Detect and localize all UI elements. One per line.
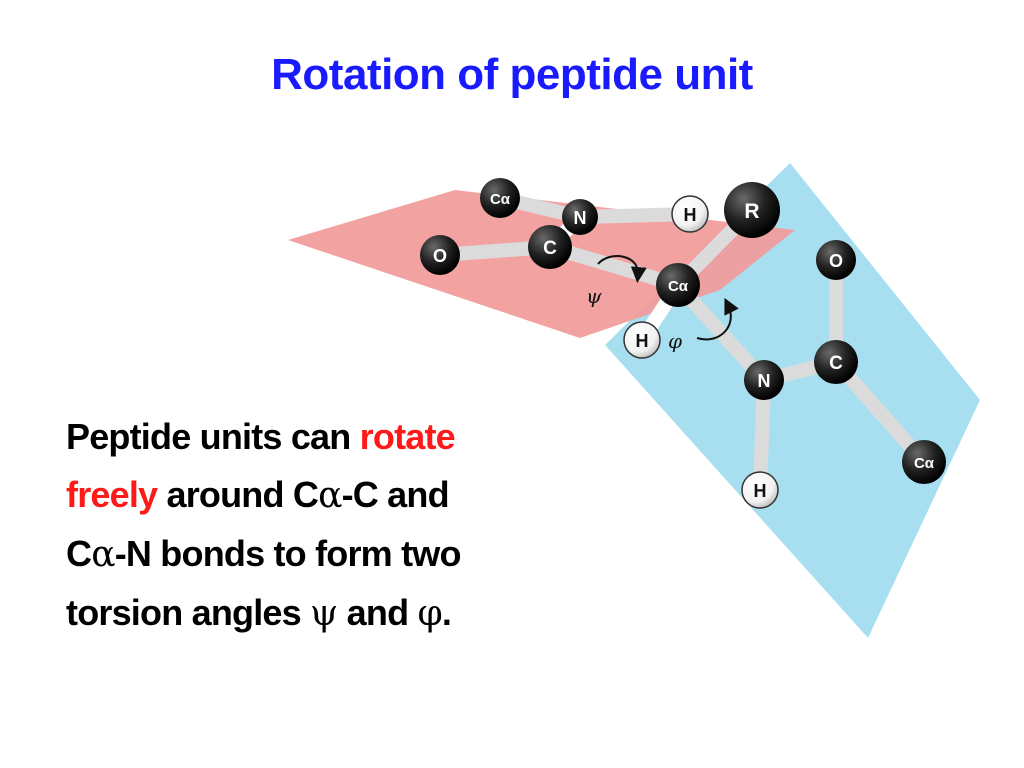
desc-part8: . — [441, 592, 452, 633]
svg-text:Cα: Cα — [668, 278, 689, 295]
alpha-symbol: α — [318, 475, 342, 516]
svg-text:N: N — [574, 208, 587, 228]
atom-o-right: O — [816, 240, 856, 280]
phi-symbol: φ — [417, 593, 443, 634]
phi-angle-label: φ — [668, 329, 682, 353]
svg-text:C: C — [543, 238, 557, 259]
desc-part1: Peptide units can — [66, 416, 360, 457]
atom-o-left: O — [420, 235, 460, 275]
desc-part7: and — [337, 592, 418, 633]
highlight-rotate: rotate — [359, 416, 456, 457]
alpha-symbol-2: α — [91, 534, 115, 575]
desc-part2: around C — [157, 474, 319, 515]
desc-part5: -N bonds to form two — [114, 533, 462, 574]
phi-rotation-arrow — [696, 297, 739, 341]
atom-r: R — [724, 182, 780, 238]
atom-c-right: C — [814, 340, 858, 384]
svg-text:R: R — [744, 200, 759, 223]
atom-ca-center: Cα — [656, 263, 700, 307]
atom-h-center: H — [623, 321, 661, 359]
atom-h-bottom: H — [741, 471, 779, 509]
desc-part3: -C and — [341, 474, 450, 515]
desc-part4: C — [66, 533, 92, 574]
svg-text:O: O — [829, 251, 843, 271]
atom-h-top: H — [671, 195, 709, 233]
atom-n-top: N — [562, 199, 598, 235]
page-title: Rotation of peptide unit — [271, 50, 753, 99]
svg-text:N: N — [758, 371, 771, 391]
svg-text:H: H — [684, 205, 697, 225]
svg-text:Cα: Cα — [914, 455, 935, 472]
desc-part6: torsion angles — [66, 592, 311, 633]
svg-text:H: H — [754, 481, 767, 501]
atom-ca-top: Cα — [480, 178, 520, 218]
svg-text:H: H — [636, 331, 649, 351]
svg-text:C: C — [829, 353, 843, 374]
atom-ca-right: Cα — [902, 440, 946, 484]
atom-n-right: N — [744, 360, 784, 400]
psi-rotation-arrow — [597, 255, 647, 283]
svg-text:Cα: Cα — [490, 191, 511, 208]
description-text: Peptide units can rotate freely around C… — [66, 408, 606, 643]
psi-angle-label: ψ — [586, 284, 602, 308]
psi-symbol: ψ — [310, 593, 338, 634]
highlight-freely: freely — [66, 474, 158, 515]
svg-text:O: O — [433, 246, 447, 266]
atom-c-mid: C — [528, 225, 572, 269]
